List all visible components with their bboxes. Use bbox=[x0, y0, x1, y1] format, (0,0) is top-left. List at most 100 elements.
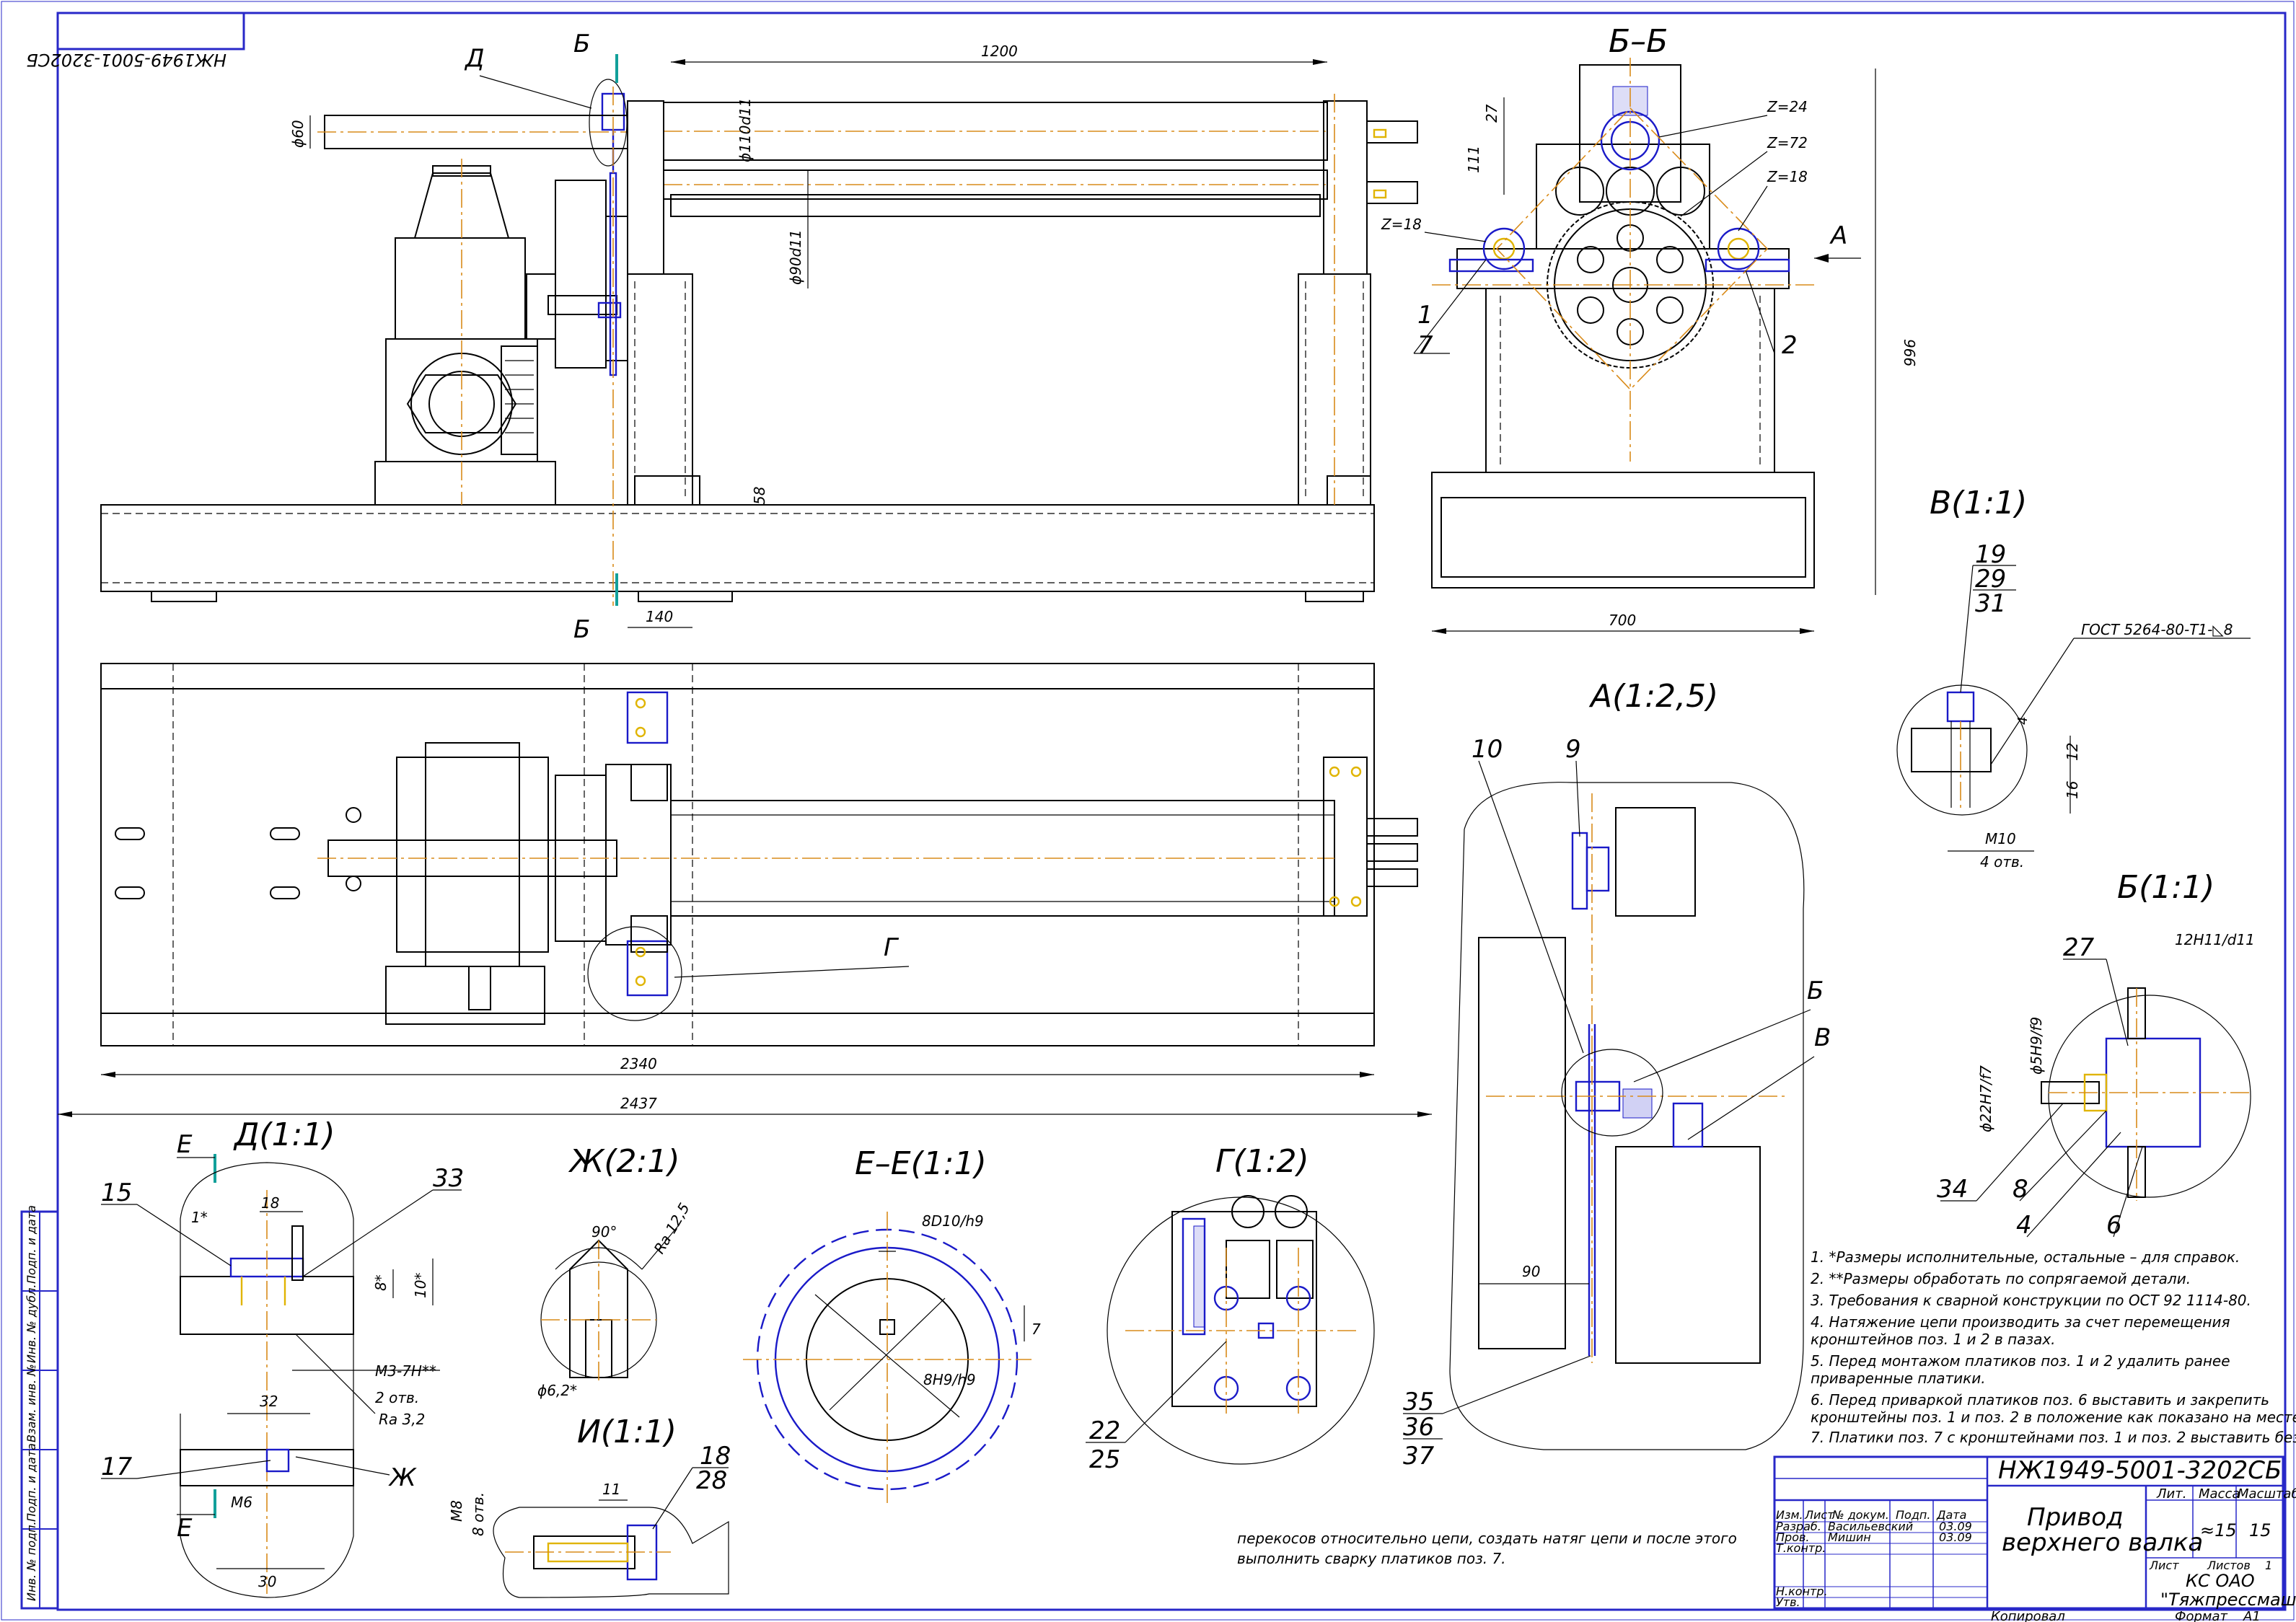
scale-label: Масштаб bbox=[2238, 1486, 2296, 1502]
leader-8: 8 bbox=[2013, 1175, 2028, 1204]
dim-2340: 2340 bbox=[620, 1055, 657, 1072]
role-prov: Пров. bbox=[1776, 1530, 1810, 1544]
side-strip: Инв. № подп. Подп. и дата Взам. инв. № И… bbox=[20, 1205, 59, 1610]
leader-1: 1 bbox=[1417, 301, 1433, 330]
section-bb-view: Б–Б bbox=[1381, 23, 1918, 634]
dim-ra32: Ra 3,2 bbox=[379, 1411, 425, 1428]
detail-circle-d bbox=[589, 79, 628, 167]
leader-15: 15 bbox=[101, 1178, 132, 1207]
view-mark-v: В bbox=[1814, 1023, 1831, 1052]
dim-ra125: Ra 12,5 bbox=[651, 1200, 693, 1257]
plan-view: Г 2340 2437 bbox=[58, 663, 1432, 1117]
leader-36: 36 bbox=[1403, 1413, 1434, 1442]
dim-8-holes: 8 отв. bbox=[470, 1492, 487, 1536]
org-line-1: КС ОАО bbox=[2186, 1571, 2255, 1591]
detail-mark-d: Д bbox=[464, 44, 485, 73]
note-line-2: 2. **Размеры обработать по сопрягаемой д… bbox=[1811, 1270, 2191, 1287]
mass-value: ≈15 bbox=[2200, 1520, 2237, 1541]
dim-phi5: ϕ5H9/f9 bbox=[2028, 1017, 2045, 1075]
leader-29: 29 bbox=[1975, 565, 2006, 594]
note-cont-2: выполнить сварку платиков поз. 7. bbox=[1237, 1550, 1506, 1567]
view-mark-a: А bbox=[1829, 221, 1847, 250]
dim-m3: М3-7Н** bbox=[375, 1362, 436, 1380]
side-strip-cell-1: Инв. № подп. bbox=[25, 1521, 38, 1601]
view-g-1-2: Г(1:2) 22 25 bbox=[1086, 1143, 1375, 1474]
z18-left-label: Z=18 bbox=[1381, 216, 1422, 233]
dim-140: 140 bbox=[646, 608, 673, 625]
view-i-1-1: И(1:1) M8 8 отв. 11 18 28 bbox=[448, 1414, 731, 1598]
leader-7: 7 bbox=[1417, 331, 1433, 360]
view-d-title: Д(1:1) bbox=[233, 1116, 335, 1153]
leader-22: 22 bbox=[1089, 1416, 1120, 1445]
view-d-1-1: Д(1:1) Е 18 1* 8* 10* М3-7Н** 2 отв. Ra … bbox=[101, 1116, 464, 1598]
dim-angle-90: 90° bbox=[591, 1223, 617, 1240]
sheets-label: Листов bbox=[2207, 1559, 2251, 1572]
col-header-list: Лист bbox=[1804, 1508, 1834, 1522]
view-zh-title: Ж(2:1) bbox=[568, 1143, 680, 1180]
mirrored-stamp-code: НЖ1949-5001-3202СБ bbox=[26, 50, 226, 70]
section-mark-b-bottom: Б bbox=[573, 615, 590, 644]
section-ee-view: Е–Е(1:1) 8D10/h9 7 8H9/h9 bbox=[743, 1145, 1041, 1507]
dim-m8: M8 bbox=[448, 1500, 465, 1522]
leader-4: 4 bbox=[2016, 1211, 2032, 1240]
col-header-doc: № докум. bbox=[1831, 1508, 1889, 1522]
leader-19: 19 bbox=[1975, 540, 2006, 569]
leader-37: 37 bbox=[1403, 1442, 1435, 1471]
z24-label: Z=24 bbox=[1767, 98, 1808, 115]
dim-2-holes: 2 отв. bbox=[375, 1389, 419, 1406]
section-mark-b-top: Б bbox=[573, 30, 590, 58]
format-value: А1 bbox=[2243, 1609, 2261, 1622]
sheet-label: Лист bbox=[2149, 1559, 2179, 1572]
dim-16: 16 bbox=[2064, 781, 2081, 799]
dim-4-holes: 4 отв. bbox=[1980, 853, 2024, 870]
leader-31: 31 bbox=[1975, 589, 2006, 618]
dim-2437: 2437 bbox=[620, 1095, 657, 1112]
view-v-1-1: В(1:1) 19 29 31 ГОСТ 5264-80-Т1-◺8 4 12 … bbox=[1896, 485, 2251, 870]
leader-25: 25 bbox=[1089, 1445, 1120, 1474]
weld-gost-label: ГОСТ 5264-80-Т1-◺8 bbox=[2081, 621, 2233, 638]
role-nkontr: Н.контр. bbox=[1776, 1584, 1828, 1598]
date-developer: 03.09 bbox=[1939, 1520, 1972, 1533]
copied-label: Копировал bbox=[1991, 1609, 2065, 1622]
dim-58: 58 bbox=[751, 487, 768, 505]
note-line-1: 1. *Размеры исполнительные, остальные – … bbox=[1811, 1248, 2240, 1266]
view-mark-b2: Б bbox=[1807, 977, 1824, 1005]
dim-111: 111 bbox=[1465, 146, 1482, 173]
section-mark-e-bottom: Е bbox=[177, 1514, 193, 1543]
note-line-9: кронштейны поз. 1 и поз. 2 в положение к… bbox=[1811, 1409, 2296, 1426]
view-i-title: И(1:1) bbox=[577, 1414, 677, 1450]
section-ee-title: Е–Е(1:1) bbox=[855, 1145, 987, 1182]
dim-m6: M6 bbox=[231, 1494, 252, 1511]
dim-12: 12 bbox=[2064, 743, 2081, 761]
leader-17: 17 bbox=[101, 1453, 133, 1481]
dim-32: 32 bbox=[260, 1393, 278, 1410]
side-strip-cell-3: Взам. инв. № bbox=[25, 1364, 38, 1442]
z18-right-label: Z=18 bbox=[1767, 168, 1808, 185]
view-zh-2-1: Ж(2:1) 90° Ra 12,5 ϕ6,2* bbox=[537, 1143, 693, 1399]
z72-label: Z=72 bbox=[1767, 134, 1808, 151]
view-a-1-2-5: А(1:2,5) 10 9 Б В 90 35 36 37 bbox=[1403, 678, 1831, 1471]
note-line-7: приваренные платики. bbox=[1811, 1370, 1986, 1387]
col-header-date: Дата bbox=[1936, 1508, 1966, 1522]
dim-10star: 10* bbox=[412, 1273, 429, 1298]
dim-12h11: 12H11/d11 bbox=[2175, 931, 2255, 948]
note-line-3: 3. Требования к сварной конструкции по О… bbox=[1811, 1292, 2251, 1309]
org-line-2: "Тяжпрессмаш" bbox=[2160, 1590, 2296, 1610]
dim-phi90: ϕ90d11 bbox=[787, 229, 804, 285]
dim-30: 30 bbox=[258, 1573, 276, 1590]
view-g-title: Г(1:2) bbox=[1215, 1143, 1309, 1180]
note-line-5: кронштейнов поз. 1 и 2 в пазах. bbox=[1811, 1331, 2056, 1348]
note-line-4: 4. Натяжение цепи производить за счет пе… bbox=[1811, 1313, 2230, 1331]
format-label: Формат bbox=[2175, 1609, 2228, 1622]
detail-mark-g: Г bbox=[884, 933, 900, 962]
title-block-name-2: верхнего валка bbox=[2002, 1528, 2203, 1557]
section-mark-e-top: Е bbox=[177, 1130, 193, 1159]
dim-phi22: ϕ22H7/f7 bbox=[1977, 1065, 1994, 1132]
dim-phi110: ϕ110d11 bbox=[736, 97, 754, 162]
leader-27: 27 bbox=[2063, 933, 2095, 962]
front-view: Б Б Д 1200 ϕ60 ϕ110d11 ϕ90d11 58 140 bbox=[100, 30, 1418, 644]
dim-4: 4 bbox=[2015, 717, 2031, 725]
dim-7: 7 bbox=[1032, 1321, 1041, 1338]
